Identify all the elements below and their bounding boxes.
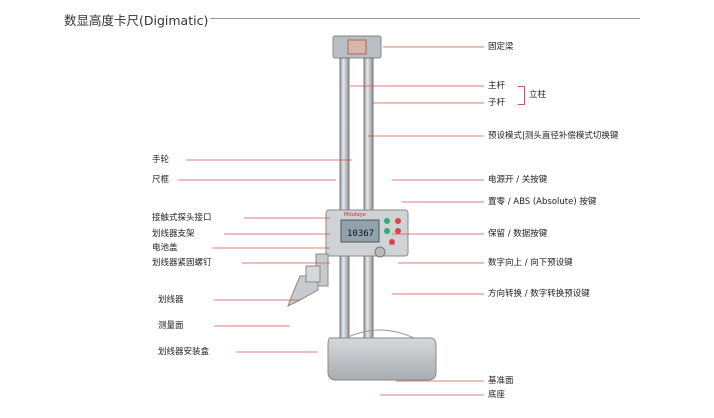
label-scriber-clamp: 划线器支架 xyxy=(152,229,195,239)
label-hold-data-key: 保留 / 数据按键 xyxy=(488,229,548,239)
lcd-value: 10367 xyxy=(347,229,374,239)
leaders-right xyxy=(350,46,484,396)
main-column xyxy=(339,57,350,349)
label-preset-mode-key: 预设模式|测头直径补偿模式切换键 xyxy=(488,131,619,141)
label-reference-surface: 基准面 xyxy=(488,376,514,386)
hold-key xyxy=(384,228,390,234)
brand-mark: Mitutoyo xyxy=(344,212,366,218)
handwheel xyxy=(374,246,386,258)
page-title: 数显高度卡尺(Digimatic) xyxy=(64,13,209,28)
label-slider: 尺框 xyxy=(152,175,170,185)
label-handwheel: 手轮 xyxy=(152,155,170,165)
label-up-down-key: 数字向上 / 向下预设键 xyxy=(488,258,573,268)
fixed-beam xyxy=(332,35,382,59)
label-scriber: 划线器 xyxy=(158,295,184,305)
lcd-display xyxy=(340,219,380,243)
label-scriber-mount: 划线器安装盒 xyxy=(158,347,210,357)
label-power-key: 电源开 / 关按键 xyxy=(488,175,548,185)
label-main-column: 主杆 xyxy=(488,81,506,91)
label-base: 底座 xyxy=(488,390,506,400)
power-key xyxy=(384,218,390,224)
label-battery-cover: 电池盖 xyxy=(152,243,178,253)
beam-label-plate xyxy=(347,39,367,55)
title-rule xyxy=(210,18,640,19)
label-zero-abs-key: 置零 / ABS (Absolute) 按键 xyxy=(488,197,597,207)
label-direction-key: 方向转换 / 数字转换预设键 xyxy=(488,289,590,299)
zero-key xyxy=(395,218,401,224)
label-scriber-screw: 划线器紧固螺钉 xyxy=(152,258,212,268)
label-fixed-beam: 固定梁 xyxy=(488,42,514,52)
scriber-assembly xyxy=(287,253,329,307)
label-column-group: 立柱 xyxy=(529,90,547,100)
slider-unit: 10367 Mitutoyo xyxy=(325,209,409,258)
label-measuring-face: 测量面 xyxy=(158,321,184,331)
direction-key xyxy=(389,239,395,245)
column-group-bracket xyxy=(518,86,525,105)
base xyxy=(327,329,437,381)
label-probe-connector: 接触式探头接口 xyxy=(152,213,212,223)
sub-column xyxy=(363,57,374,349)
leaders-left xyxy=(178,159,352,353)
updown-key xyxy=(395,228,401,234)
label-sub-column: 子杆 xyxy=(488,98,506,108)
